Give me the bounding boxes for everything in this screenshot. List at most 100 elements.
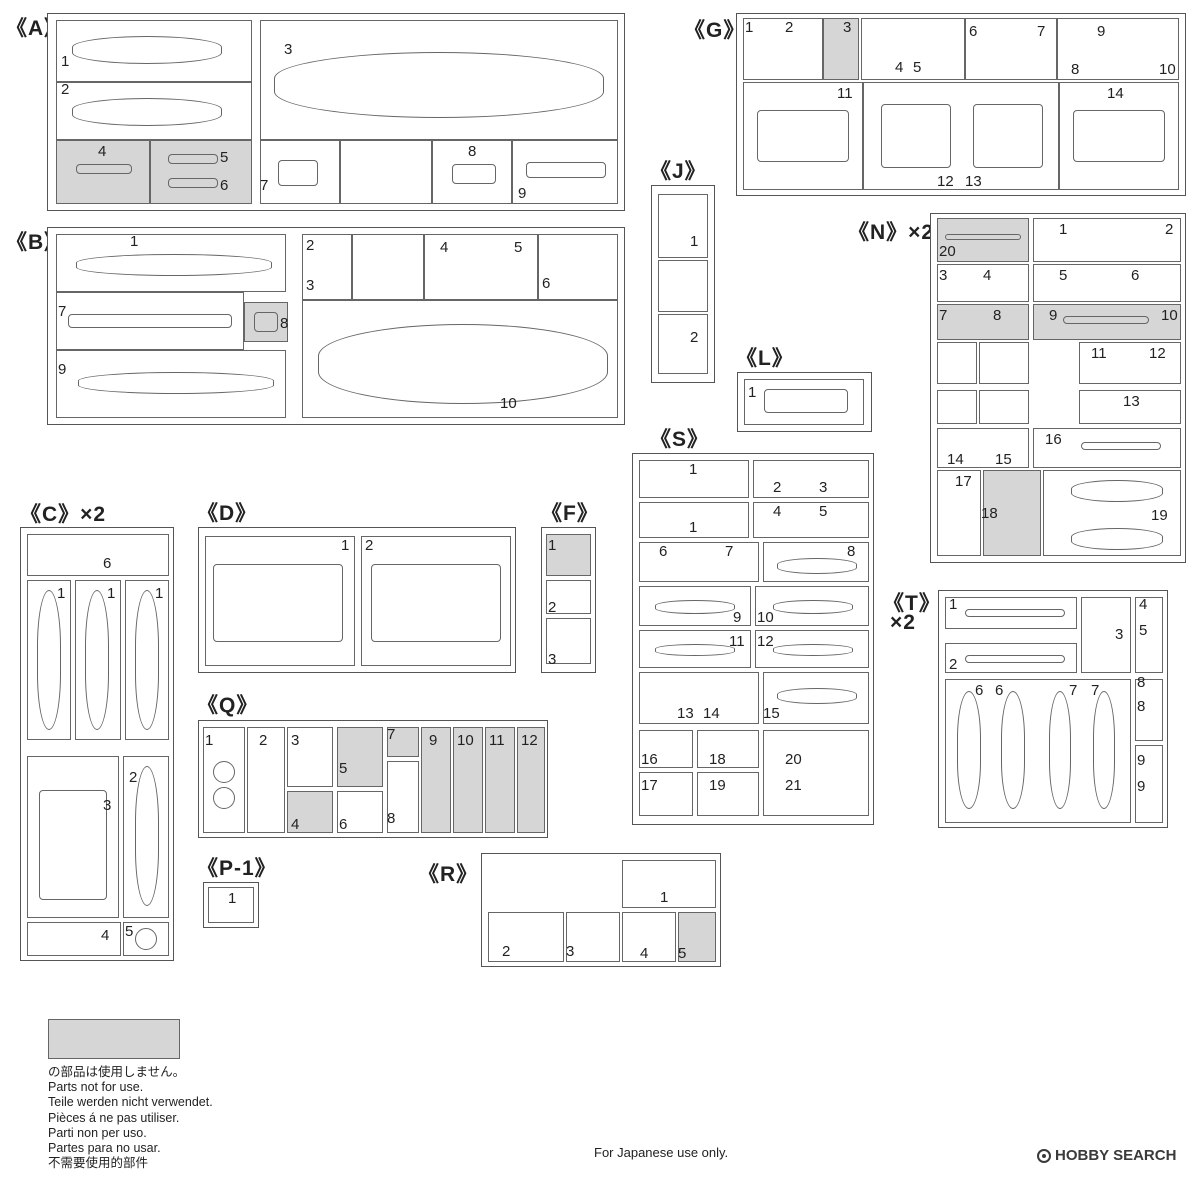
sprue-s-cell-20-21	[763, 730, 869, 816]
sprue-n-cell-c	[937, 390, 977, 424]
part-a2	[72, 98, 222, 126]
part-b8-label: 8	[280, 315, 289, 332]
part-n10-label: 10	[1161, 307, 1178, 324]
part-r1-label: 1	[660, 889, 669, 906]
sprue-d-cell-2	[361, 536, 511, 666]
sprue-b-cell-9	[56, 350, 286, 418]
sprue-a-cell-3	[260, 20, 618, 140]
sprue-b: 1 2 3 4 5 6 7 8 9 10	[47, 227, 625, 425]
part-a6-label: 6	[220, 177, 229, 194]
sprue-n-cell-13	[1079, 390, 1181, 424]
part-q12-label: 12	[521, 732, 538, 749]
part-q2-label: 2	[259, 732, 268, 749]
sprue-s-cell-15	[763, 672, 869, 724]
sprue-f: 1 2 3	[541, 527, 596, 673]
part-t4-label: 4	[1139, 596, 1148, 613]
part-s16-label: 16	[641, 751, 658, 768]
part-b5-label: 5	[514, 239, 523, 256]
sprue-s-cell-8	[763, 542, 869, 582]
part-n11-label: 11	[1091, 345, 1107, 362]
part-b2-label: 2	[306, 237, 315, 254]
sprue-n-cell-19	[1043, 470, 1181, 556]
part-f1-label: 1	[548, 537, 557, 554]
part-s15	[777, 688, 857, 704]
part-n19a	[1071, 480, 1163, 502]
sprue-s-cell-1a	[639, 460, 749, 498]
sprue-b-cell-10	[302, 300, 618, 418]
part-b3-label: 3	[306, 277, 315, 294]
legend-line-en: Parts not for use.	[48, 1080, 144, 1095]
sprue-c-cell-1a	[27, 580, 71, 740]
part-a7	[278, 160, 318, 186]
sprue-a-cell-2	[56, 82, 252, 140]
part-s20-label: 20	[785, 751, 802, 768]
part-q1b	[213, 787, 235, 809]
part-a9	[526, 162, 606, 178]
sprue-p-title: 《P-1》	[197, 857, 277, 880]
part-s18-label: 18	[709, 751, 726, 768]
part-c1a	[37, 590, 61, 730]
sprue-l-title: 《L》	[736, 347, 794, 370]
part-b9	[78, 372, 274, 394]
part-n16	[1081, 442, 1161, 450]
part-n12-label: 12	[1149, 345, 1166, 362]
part-q5-label: 5	[339, 760, 348, 777]
sprue-r-title: 《R》	[418, 863, 479, 886]
part-t2	[965, 655, 1065, 663]
sprue-a-cell-1	[56, 20, 252, 82]
part-s15-label: 15	[763, 705, 780, 722]
part-s10	[773, 600, 853, 614]
sprue-s-cell-9	[639, 586, 751, 626]
sprue-j-cell-mid	[658, 260, 708, 312]
sprue-g-cell-8-10	[1057, 18, 1179, 80]
sprue-q-cell-10	[453, 727, 483, 833]
sprue-a-cell-4	[56, 140, 150, 204]
sprue-g-cell-14	[1059, 82, 1179, 190]
part-a7-label: 7	[260, 177, 269, 194]
sprue-p-cell-1	[208, 887, 254, 923]
part-s8	[777, 558, 857, 574]
part-g13	[973, 104, 1043, 168]
part-a9-label: 9	[518, 185, 527, 202]
sprue-s: 1 1 2 3 4 5 6 7 8 9 10 11 12 13 14 15 16…	[632, 453, 874, 825]
part-c1a-label: 1	[57, 585, 66, 602]
sprue-c-cell-1b	[75, 580, 121, 740]
sprue-n-cell-11-12	[1079, 342, 1181, 384]
part-n4-label: 4	[983, 267, 992, 284]
part-g14-label: 14	[1107, 85, 1124, 102]
sprue-g-title: 《G》	[684, 19, 746, 42]
sprue-n-cell-3-4	[937, 264, 1029, 302]
part-n20	[945, 234, 1021, 240]
sprue-r-cell-5	[678, 912, 716, 962]
part-a4	[76, 164, 132, 174]
sprue-n-cell-a	[937, 342, 977, 384]
part-g3-label: 3	[843, 19, 852, 36]
legend-line-zh: 不需要使用的部件	[48, 1156, 149, 1171]
legend-text: の部品は使用しません。 Parts not for use. Teile wer…	[48, 1065, 213, 1171]
part-t5-label: 5	[1139, 622, 1148, 639]
part-t6b	[1001, 691, 1025, 809]
part-q7-label: 7	[387, 726, 396, 743]
part-s12	[773, 644, 853, 656]
sprue-s-cell-19	[697, 772, 759, 816]
part-c3-label: 3	[103, 797, 112, 814]
part-q4-label: 4	[291, 816, 300, 833]
sprue-q-cell-2	[247, 727, 285, 833]
part-s7-label: 7	[725, 543, 734, 560]
watermark-text: HOBBY SEARCH	[1055, 1147, 1177, 1164]
part-f2-label: 2	[548, 599, 557, 616]
sprue-g-cell-4-5	[861, 18, 965, 80]
sprue-j-cell-2	[658, 314, 708, 374]
part-b4-label: 4	[440, 239, 449, 256]
part-n3-label: 3	[939, 267, 948, 284]
sprue-q-cell-7	[387, 727, 419, 757]
part-n13-label: 13	[1123, 393, 1140, 410]
part-g13-label: 13	[965, 173, 982, 190]
sprue-n-cell-18	[983, 470, 1041, 556]
part-n20-label: 20	[939, 243, 956, 260]
hobby-search-logo-icon	[1037, 1148, 1051, 1163]
part-s14-label: 14	[703, 705, 720, 722]
sprue-g-cell-6-7	[965, 18, 1057, 80]
part-s11-label: 11	[729, 633, 745, 650]
part-g12-label: 12	[937, 173, 954, 190]
